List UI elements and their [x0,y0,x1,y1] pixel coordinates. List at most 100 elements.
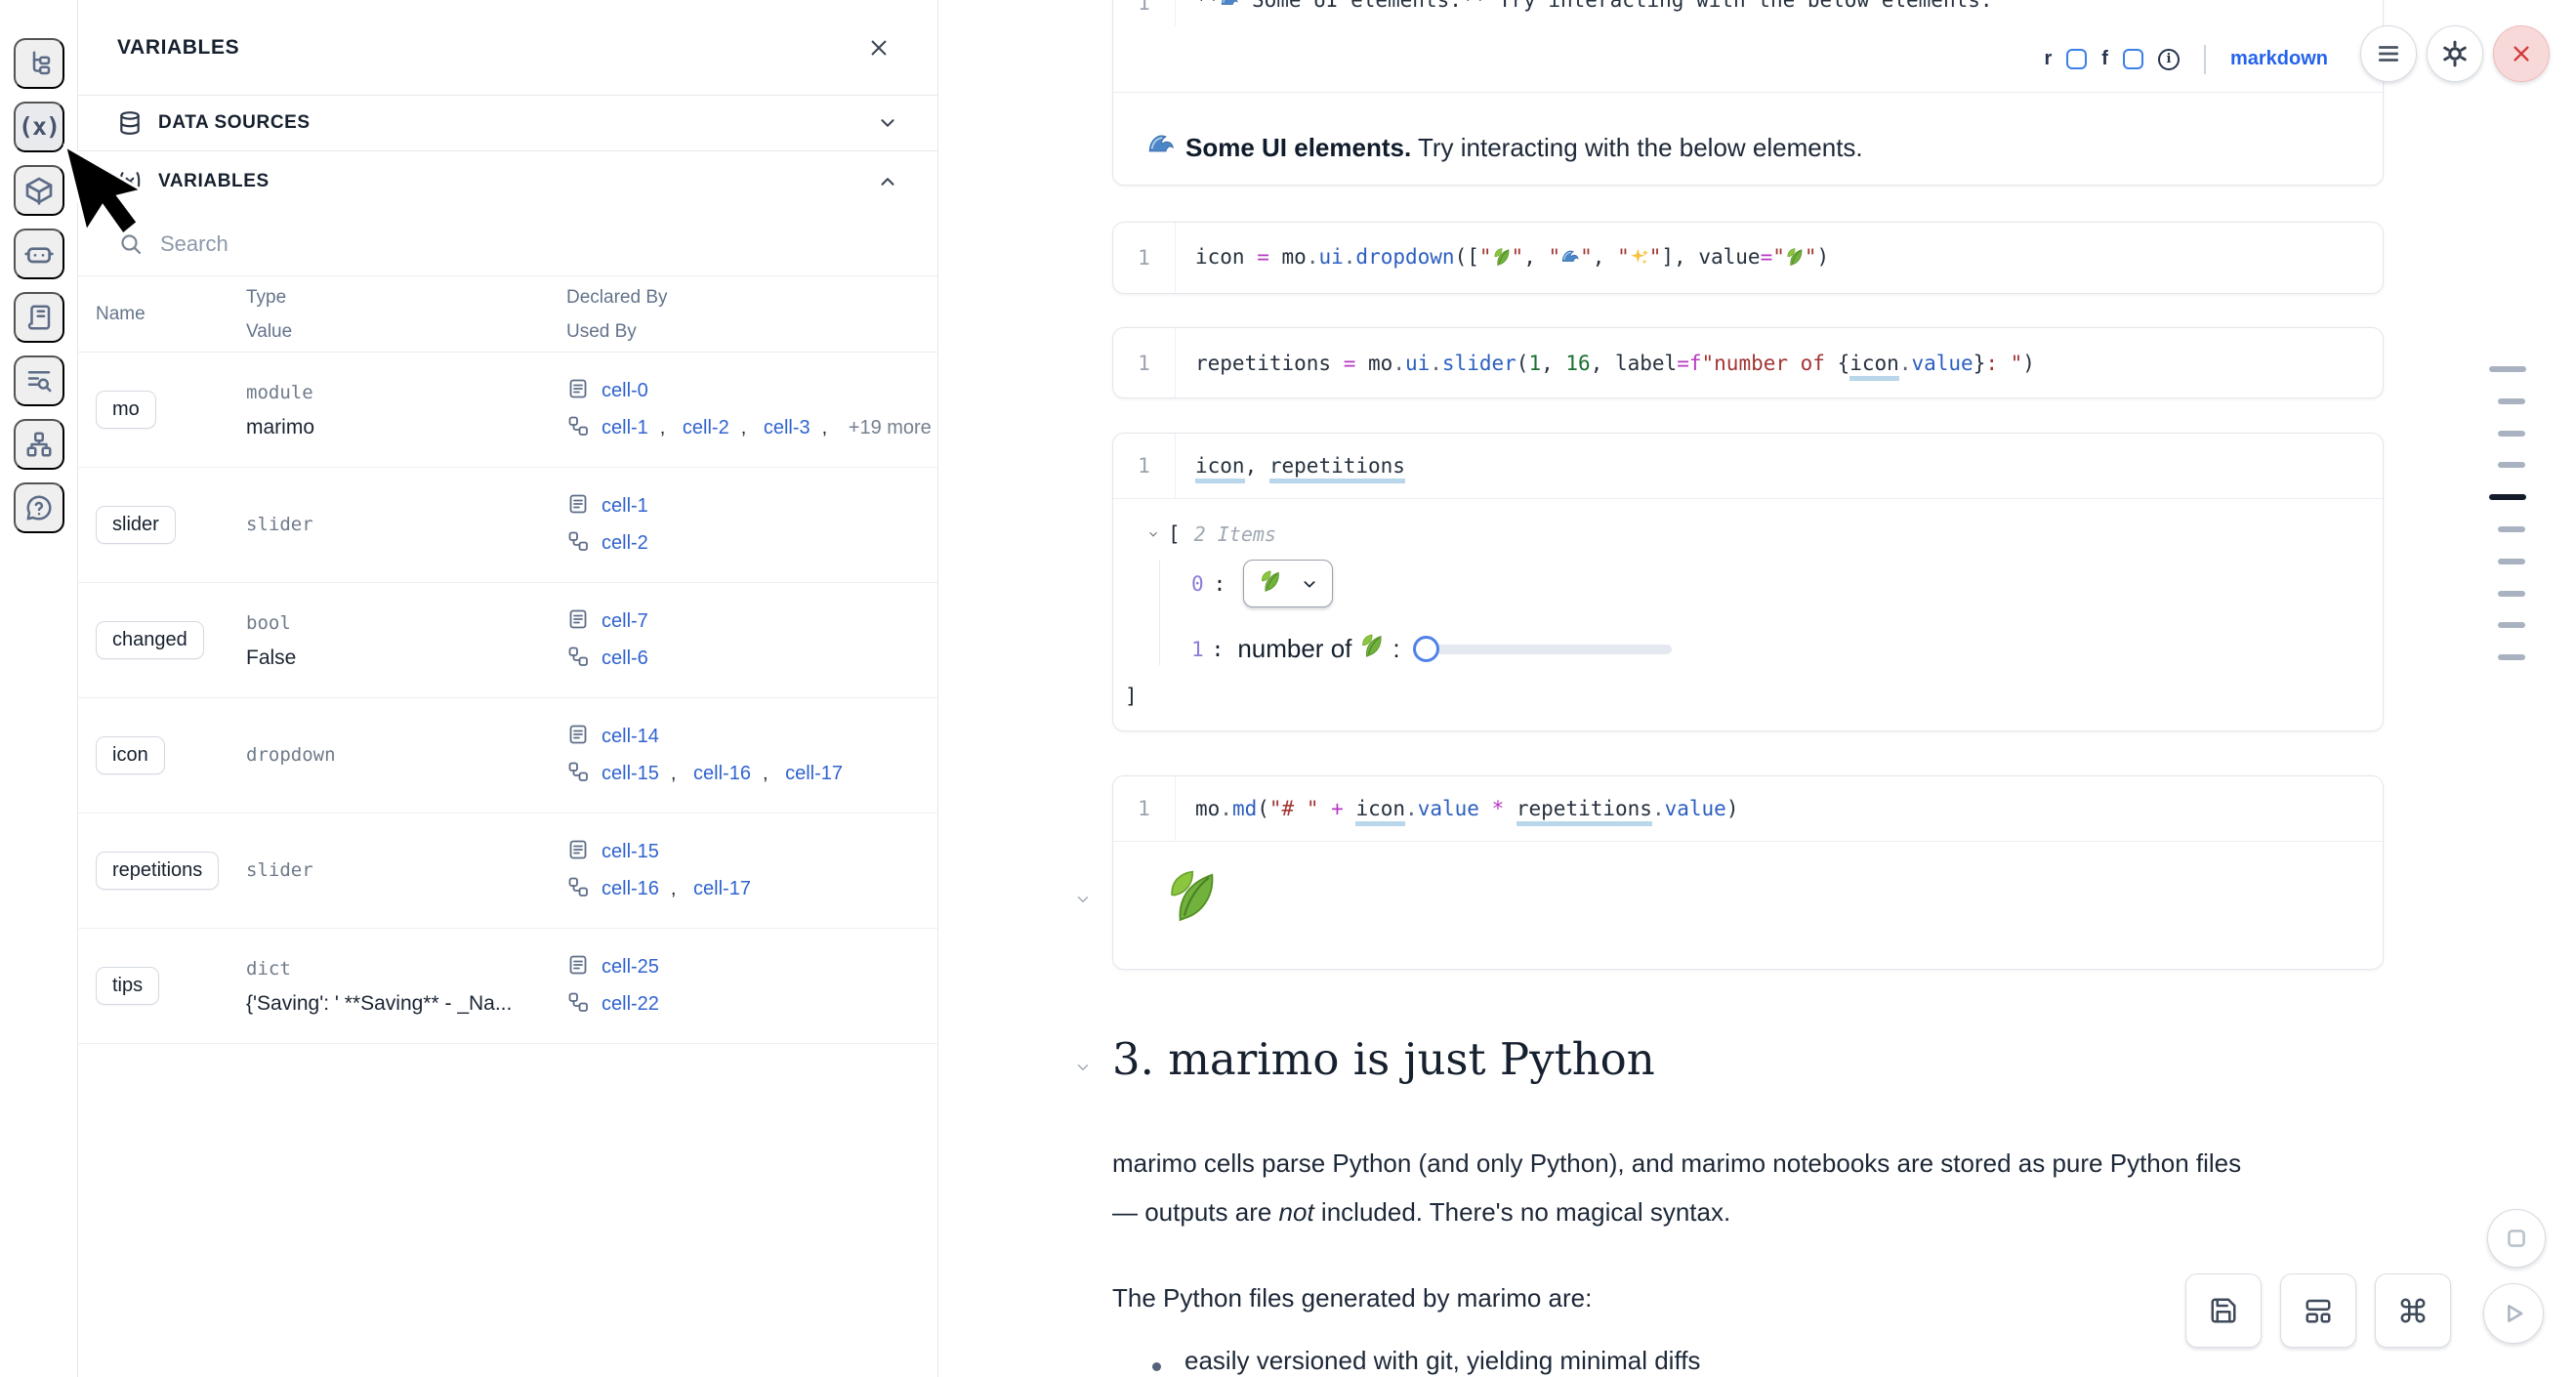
cell-link[interactable]: cell-2 [602,532,648,554]
index-label: 1 [1191,637,1204,661]
chevron-down-icon[interactable] [877,112,898,134]
data-sources-section[interactable]: DATA SOURCES [78,96,937,151]
minimap-dash[interactable] [2498,654,2525,661]
minimap-dash[interactable] [2498,558,2525,564]
wave-emoji [1220,0,1239,15]
shutdown-button[interactable] [2493,25,2550,82]
toolbar-checkbox-icon[interactable] [2066,49,2088,69]
minimap-dash[interactable] [2498,462,2525,469]
variable-name-badge[interactable]: tips [96,967,160,1005]
cell-link[interactable]: cell-16 [693,763,751,784]
code-line[interactable]: repetitions = mo.ui.slider(1, 16, label=… [1113,351,2035,381]
cell-link[interactable]: cell-25 [602,956,659,978]
keyboard-shortcuts-button[interactable] [2375,1273,2451,1348]
cell-editor[interactable]: 1 icon, repetitions [1113,434,2383,499]
stop-button[interactable] [2487,1209,2546,1268]
markdown-language-label[interactable]: markdown [2229,48,2328,69]
variables-section[interactable]: VARIABLES [78,151,937,212]
cell-editor[interactable]: 1 mo.md("# " + icon.value * repetitions.… [1113,776,2383,842]
variable-type: dict [246,957,291,980]
minimap-dash[interactable] [2489,366,2526,372]
minimap-dash[interactable] [2498,526,2525,532]
help-icon[interactable] [14,481,64,533]
scroll-icon[interactable] [14,291,64,343]
package-icon[interactable] [14,164,64,216]
cell-link[interactable]: cell-15 [602,841,659,862]
dropdown-widget[interactable] [1243,560,1334,607]
chevron-up-icon[interactable] [877,171,898,192]
cell-link[interactable]: cell-15 [602,763,659,784]
cell-link[interactable]: cell-22 [602,993,659,1015]
variable-name-badge[interactable]: mo [96,391,156,429]
code-line[interactable]: icon, repetitions [1113,454,1405,483]
declared-by-icon [566,607,590,637]
wave-emoji [1146,130,1176,166]
notebook-cell-md[interactable]: 1 mo.md("# " + icon.value * repetitions.… [1112,775,2384,970]
bot-icon[interactable] [14,228,64,279]
settings-button[interactable] [2427,25,2483,82]
code-line[interactable]: icon = mo.ui.dropdown(["", "", ""], valu… [1113,245,1829,271]
cell-link[interactable]: cell-17 [693,878,751,899]
column-header-name: Name [96,303,145,324]
slider-thumb[interactable] [1412,635,1439,662]
cell-editor[interactable]: 1 icon = mo.ui.dropdown(["", "", ""], va… [1113,223,2383,293]
cell-link[interactable]: cell-17 [785,763,844,784]
declared-by-icon [566,723,590,752]
section-collapse-icon[interactable] [1074,1059,1092,1081]
cell-link[interactable]: cell-14 [602,726,659,747]
close-icon[interactable] [859,28,898,67]
section-heading: 3. marimo is just Python [1112,1033,1655,1085]
wave-emoji [1560,247,1580,271]
variables-icon[interactable]: (x) [14,101,64,152]
notebook-cell-markdown[interactable]: 1 ** Some UI elements.** Try interacting… [1112,0,2384,186]
toolbar-r-label: r [2044,48,2053,69]
used-by-icon [566,529,590,559]
cell-link[interactable]: cell-2 [682,417,729,438]
code-line[interactable]: ** Some UI elements.** Try interacting w… [1113,0,1993,15]
notebook-cell-slider[interactable]: 1 repetitions = mo.ui.slider(1, 16, labe… [1112,327,2384,398]
search-input[interactable] [160,230,896,257]
leaf-emoji [1785,247,1805,271]
file-tree-icon[interactable] [14,37,64,89]
dependency-graph-icon[interactable] [14,418,64,470]
cell-link[interactable]: cell-6 [602,647,648,669]
cell-editor[interactable]: 1 ** Some UI elements.** Try interacting… [1113,0,2383,26]
save-button[interactable] [2185,1273,2262,1348]
leaf-emoji [1259,569,1282,598]
mouse-cursor [62,143,146,237]
menu-button[interactable] [2360,25,2417,82]
notebook-cell-dropdown[interactable]: 1 icon = mo.ui.dropdown(["", "", ""], va… [1112,222,2384,294]
minimap-dash[interactable] [2498,397,2525,404]
leaf-emoji [1359,633,1385,665]
slider-widget[interactable] [1412,635,1672,662]
activity-rail: (x) [0,0,78,1377]
cell-link[interactable]: cell-3 [763,417,810,438]
cell-link[interactable]: cell-1 [602,495,648,517]
cell-link[interactable]: cell-16 [602,878,659,899]
minimap-dash[interactable] [2498,622,2525,629]
run-button[interactable] [2483,1283,2544,1344]
variable-name-badge[interactable]: repetitions [96,852,220,890]
minimap-dash-active[interactable] [2489,494,2526,501]
info-icon[interactable]: i [2157,48,2180,70]
code-line[interactable]: mo.md("# " + icon.value * repetitions.va… [1113,797,1738,826]
variable-type: module [246,381,313,403]
minimap-dash[interactable] [2498,590,2525,597]
cell-link[interactable]: cell-1 [602,417,648,438]
minimap-dash[interactable] [2498,430,2525,437]
collapse-chevron-icon[interactable] [1146,527,1160,541]
cell-link[interactable]: cell-0 [602,380,648,401]
logs-search-icon[interactable] [14,355,64,406]
sparkles-emoji [1630,247,1649,271]
layout-button[interactable] [2280,1273,2356,1348]
variable-name-badge[interactable]: changed [96,621,204,659]
output-collapse-icon[interactable] [1074,891,1092,913]
declared-by-icon [566,377,590,406]
toolbar-checkbox-icon[interactable] [2122,49,2143,69]
notebook-cell-tuple[interactable]: 1 icon, repetitions [ 2 Items 0: 1: [1112,433,2384,731]
variable-name-badge[interactable]: icon [96,736,165,774]
cell-link[interactable]: cell-7 [602,610,648,632]
variable-name-badge[interactable]: slider [96,506,176,544]
cell-editor[interactable]: 1 repetitions = mo.ui.slider(1, 16, labe… [1113,328,2383,397]
